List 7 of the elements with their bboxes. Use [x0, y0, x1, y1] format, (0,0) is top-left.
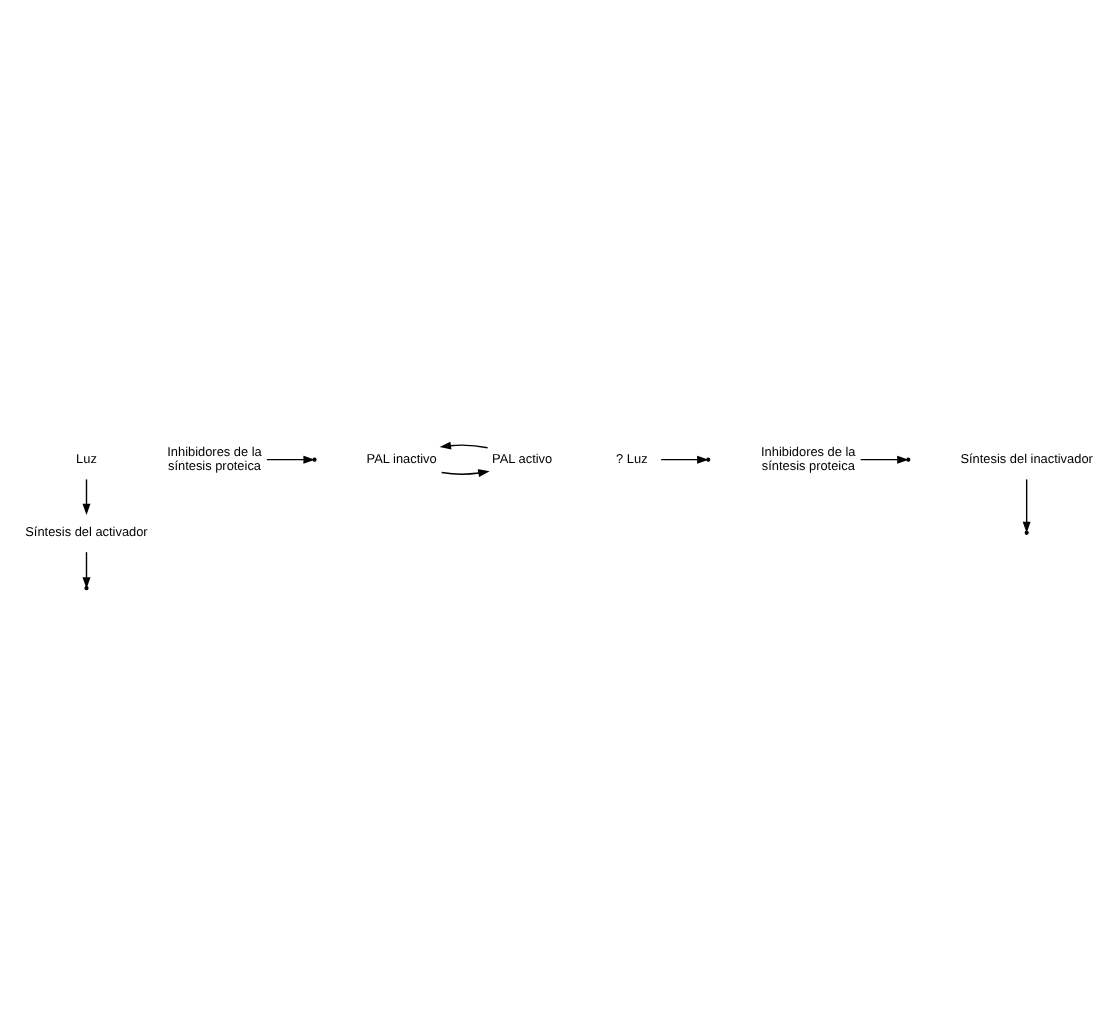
arrow	[1022, 478, 1031, 534]
arrow	[266, 455, 315, 464]
arrow	[660, 455, 709, 464]
arrow	[439, 441, 489, 450]
arrow	[441, 469, 490, 478]
arrow	[82, 551, 91, 589]
arrow	[82, 478, 91, 516]
